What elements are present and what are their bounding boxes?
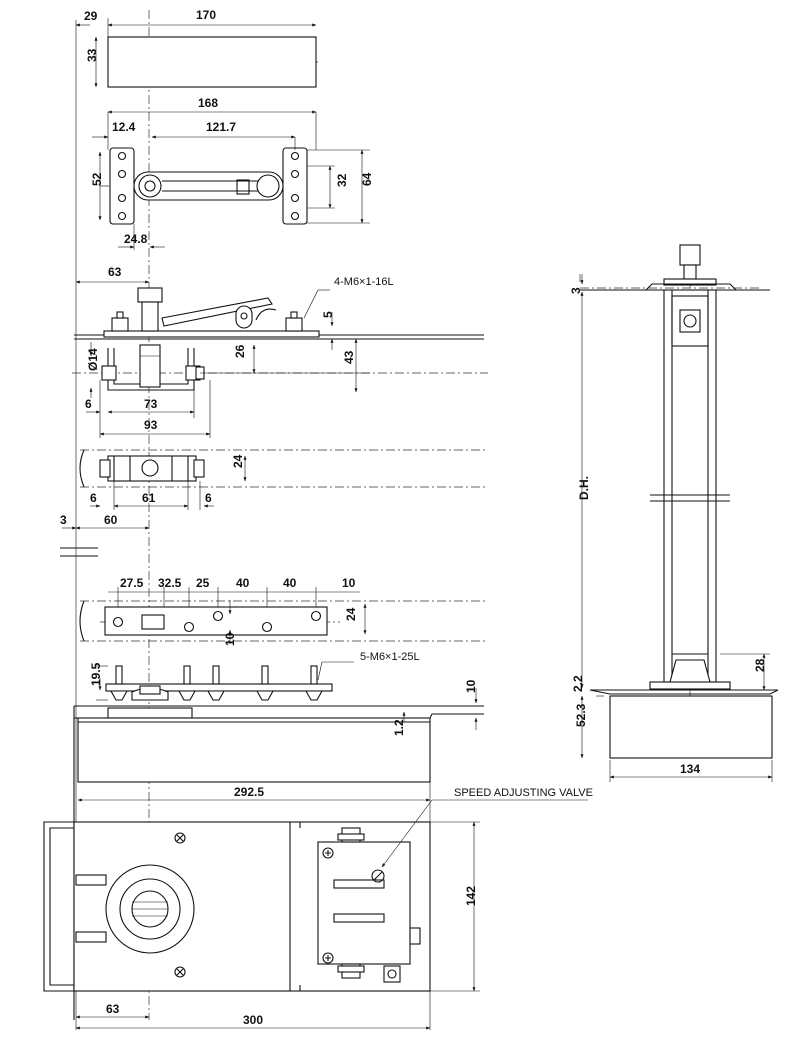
note-valve: SPEED ADJUSTING VALVE — [454, 787, 593, 799]
body-side-view — [73, 705, 484, 1020]
dim-1-2: 1.2 — [392, 719, 406, 736]
dim-12-4: 12.4 — [112, 120, 136, 134]
box-view — [43, 821, 431, 992]
side-elevation-view — [580, 244, 779, 759]
block-view — [79, 449, 205, 488]
dim-63-top: 63 — [108, 265, 122, 279]
dim-300: 300 — [243, 1013, 263, 1027]
break-marks — [60, 547, 98, 557]
dim-32: 32 — [335, 173, 349, 187]
bracket-view — [101, 344, 205, 391]
dim-2-2: 2.2 — [571, 675, 585, 692]
dim-73: 73 — [144, 397, 158, 411]
dimension-labels: 29 170 33 168 12.4 121.7 52 32 64 24.8 6… — [60, 8, 767, 1027]
dim-60: 60 — [104, 513, 118, 527]
dim-64: 64 — [360, 172, 374, 186]
dim-61: 61 — [142, 491, 156, 505]
slot-plate-view — [79, 600, 328, 642]
screw-row-view — [105, 665, 333, 701]
dim-33: 33 — [85, 48, 99, 62]
note-screw-mid: 5-M6×1-25L — [360, 651, 420, 663]
dimension-lines — [62, 23, 773, 1030]
dim-52-3: 52.3 — [574, 703, 588, 727]
dim-43: 43 — [342, 350, 356, 364]
dim-63-bottom: 63 — [106, 1002, 120, 1016]
top-plate-view — [109, 147, 308, 225]
dim-6-bracket: 6 — [85, 397, 92, 411]
dim-25: 25 — [196, 576, 210, 590]
dim-3-left: 3 — [60, 513, 67, 527]
dim-292-5: 292.5 — [234, 785, 264, 799]
dim-10-slot-end: 10 — [342, 576, 356, 590]
dim-40-a: 40 — [236, 576, 250, 590]
dim-19-5: 19.5 — [89, 662, 103, 686]
dim-29: 29 — [84, 9, 98, 23]
dim-6-block-left: 6 — [90, 491, 97, 505]
dim-3-side: 3 — [569, 287, 583, 294]
dim-24-block: 24 — [231, 454, 245, 468]
dim-134: 134 — [680, 762, 700, 776]
dim-168: 168 — [198, 96, 218, 110]
top-cover-view — [107, 36, 317, 88]
dim-24-8: 24.8 — [124, 232, 148, 246]
dim-26: 26 — [233, 344, 247, 358]
dim-93: 93 — [144, 418, 158, 432]
dim-24-slot: 24 — [344, 607, 358, 621]
dim-52: 52 — [90, 172, 104, 186]
dim-27-5: 27.5 — [120, 576, 144, 590]
dim-dia-14: Ø14 — [86, 348, 100, 371]
note-screw-top: 4-M6×1-16L — [334, 276, 394, 288]
arm-side-view — [74, 287, 484, 340]
dim-170: 170 — [196, 8, 216, 22]
dim-dh: D.H. — [577, 476, 591, 500]
dim-142: 142 — [464, 886, 478, 906]
dim-10-slot-side: 10 — [223, 632, 237, 646]
dim-6-block-right: 6 — [205, 491, 212, 505]
dim-121-7: 121.7 — [206, 120, 236, 134]
dim-10-body: 10 — [464, 679, 478, 693]
dim-32-5: 32.5 — [158, 576, 182, 590]
dim-40-b: 40 — [283, 576, 297, 590]
dim-5: 5 — [321, 311, 335, 318]
dim-28: 28 — [753, 658, 767, 672]
